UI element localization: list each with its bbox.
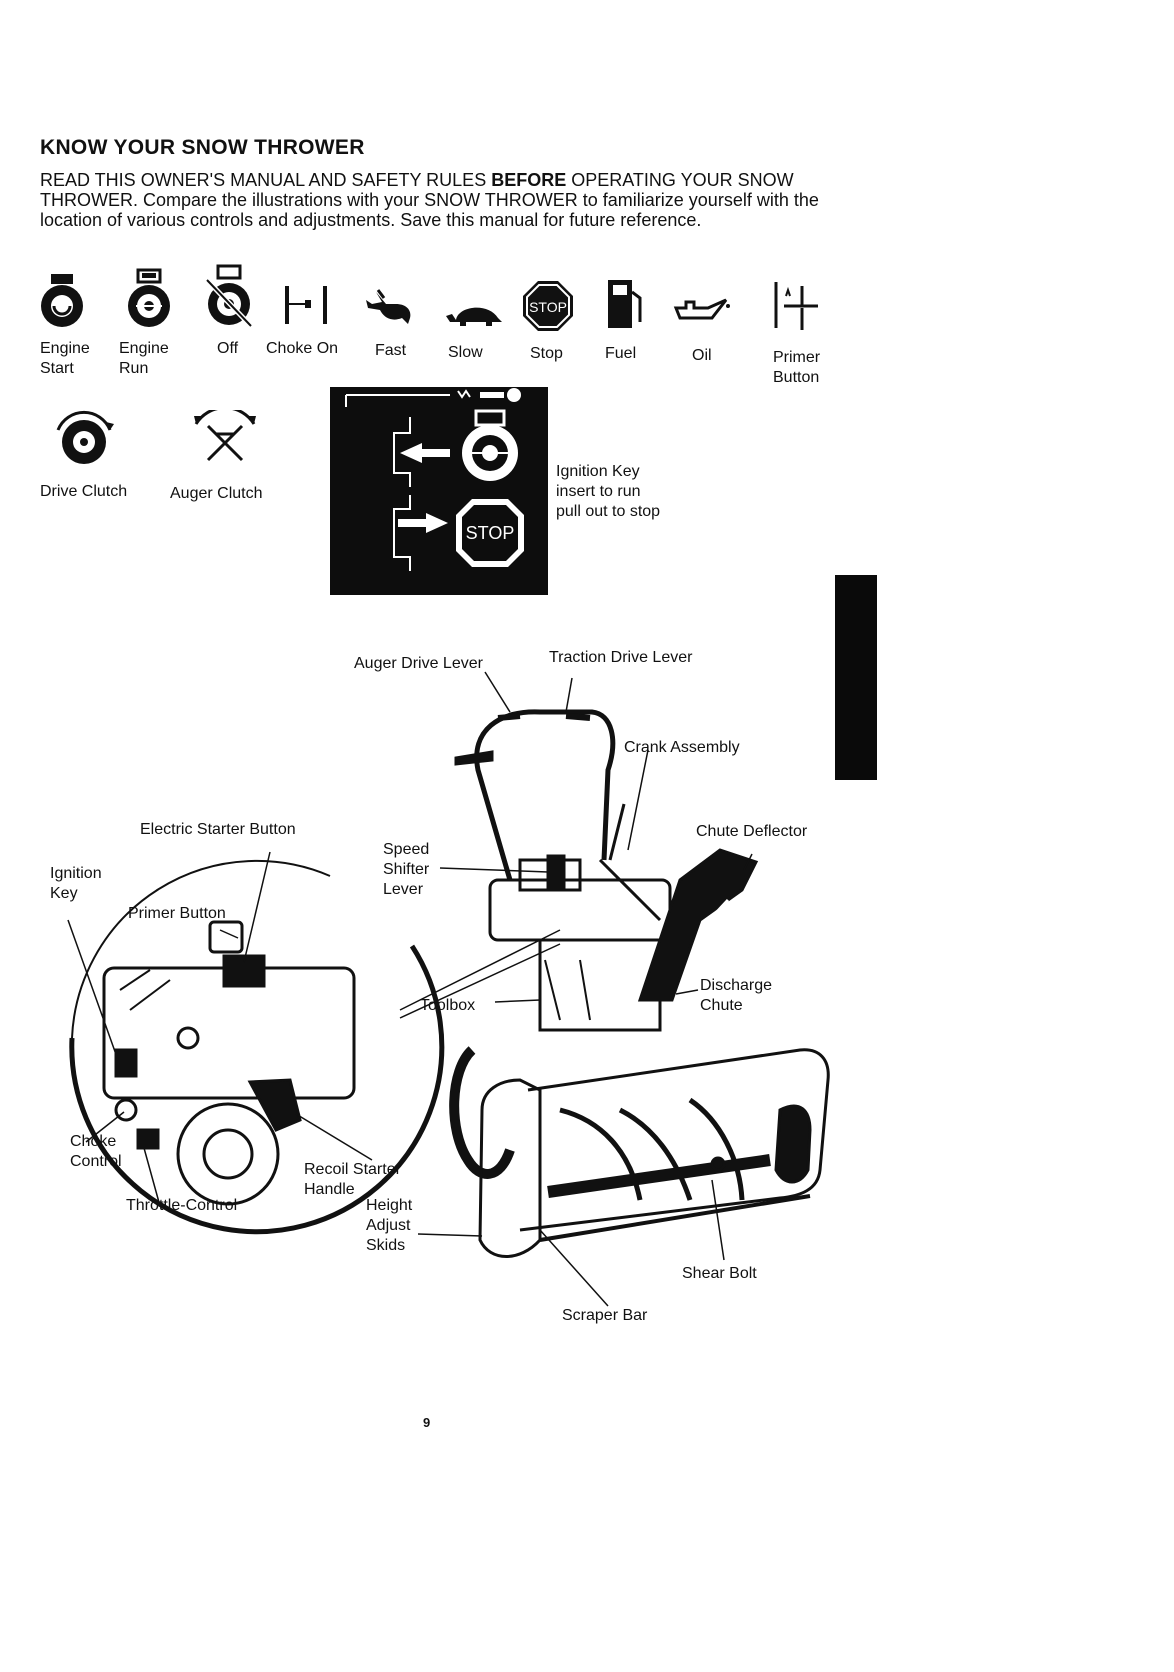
callout-crank-assembly: Crank Assembly bbox=[624, 738, 740, 758]
oil-can-icon bbox=[672, 296, 732, 326]
callout-shear-bolt: Shear Bolt bbox=[682, 1264, 757, 1284]
page-number: 9 bbox=[423, 1415, 430, 1430]
auger-clutch-icon bbox=[190, 410, 260, 466]
callout-speed-shifter-lever: Speed Shifter Lever bbox=[383, 840, 429, 900]
intro-text-1: READ THIS OWNER'S MANUAL AND SAFETY RULE… bbox=[40, 170, 486, 190]
callout-electric-starter-button: Electric Starter Button bbox=[140, 820, 296, 840]
pull-arrow-icon bbox=[398, 513, 448, 533]
choke-on-icon bbox=[283, 284, 331, 326]
snow-thrower-illustration bbox=[0, 640, 1174, 1340]
callout-height-adjust-skids: Height Adjust Skids bbox=[366, 1196, 412, 1256]
symbol-label-engine-run: Engine Run bbox=[119, 339, 169, 379]
callout-recoil-starter-handle: Recoil Starter Handle bbox=[304, 1160, 401, 1200]
scraper-bar-edge bbox=[540, 1196, 810, 1240]
callout-discharge-chute: Discharge Chute bbox=[700, 976, 772, 1016]
stop-panel-icon: STOP bbox=[456, 499, 524, 567]
recoil-starter bbox=[178, 1104, 278, 1204]
crank-rod bbox=[610, 804, 624, 860]
symbol-label-engine-start: Engine Start bbox=[40, 339, 90, 379]
symbol-label-stop: Stop bbox=[530, 344, 563, 364]
symbol-label-off: Off bbox=[217, 339, 238, 359]
symbol-label-choke-on: Choke On bbox=[266, 339, 338, 359]
symbol-label-fast: Fast bbox=[375, 341, 406, 361]
callout-toolbox: Toolbox bbox=[420, 996, 475, 1016]
callout-choke-control: Choke Control bbox=[70, 1132, 122, 1172]
choke-knob bbox=[116, 1100, 136, 1120]
drive-clutch-icon bbox=[52, 408, 116, 468]
throttle-knob bbox=[138, 1130, 158, 1148]
symbol-label-auger-clutch: Auger Clutch bbox=[170, 484, 263, 504]
primer-button-icon bbox=[772, 278, 824, 334]
callout-chute-deflector: Chute Deflector bbox=[696, 822, 807, 842]
symbol-label-slow: Slow bbox=[448, 343, 483, 363]
symbol-label-primer-button: Primer Button bbox=[773, 348, 820, 388]
intro-emphasis: BEFORE bbox=[491, 170, 566, 190]
insert-arrow-icon bbox=[400, 443, 450, 463]
recoil-handle bbox=[250, 1080, 300, 1130]
panel-stop-text: STOP bbox=[466, 523, 515, 543]
turtle-icon bbox=[444, 300, 506, 328]
ignition-key-caption: Ignition Key insert to run pull out to s… bbox=[556, 462, 660, 522]
engine-run-icon bbox=[124, 268, 174, 330]
speed-shifter-lever bbox=[548, 856, 564, 890]
callout-ignition-key: Ignition Key bbox=[50, 864, 102, 904]
fuel-cap bbox=[178, 1028, 198, 1048]
ignition-key-icon bbox=[480, 388, 521, 402]
callout-primer-button: Primer Button bbox=[128, 904, 226, 924]
engine-run-panel-icon bbox=[462, 411, 518, 481]
callout-throttle-control: Throttle-Control bbox=[126, 1196, 237, 1216]
intro-paragraph: READ THIS OWNER'S MANUAL AND SAFETY RULE… bbox=[40, 170, 840, 230]
stop-sign-icon: STOP bbox=[522, 280, 574, 332]
callout-traction-drive-lever: Traction Drive Lever bbox=[549, 648, 692, 668]
callout-auger-drive-lever: Auger Drive Lever bbox=[354, 654, 483, 674]
stop-sign-text: STOP bbox=[529, 299, 567, 315]
rabbit-icon bbox=[362, 288, 414, 328]
traction-drive-lever bbox=[552, 712, 613, 860]
fuel-pump-icon bbox=[606, 278, 646, 330]
ignition-key-slot bbox=[116, 1050, 136, 1076]
ignition-key-panel: STOP bbox=[330, 387, 548, 595]
callout-scraper-bar: Scraper Bar bbox=[562, 1306, 647, 1326]
engine-off-icon bbox=[203, 264, 255, 330]
ignition-panel-diagram: STOP bbox=[330, 387, 548, 595]
symbol-label-oil: Oil bbox=[692, 346, 712, 366]
page-title: KNOW YOUR SNOW THROWER bbox=[40, 136, 365, 160]
symbol-label-fuel: Fuel bbox=[605, 344, 636, 364]
engine-start-icon bbox=[38, 272, 88, 330]
symbol-label-drive-clutch: Drive Clutch bbox=[40, 482, 127, 502]
